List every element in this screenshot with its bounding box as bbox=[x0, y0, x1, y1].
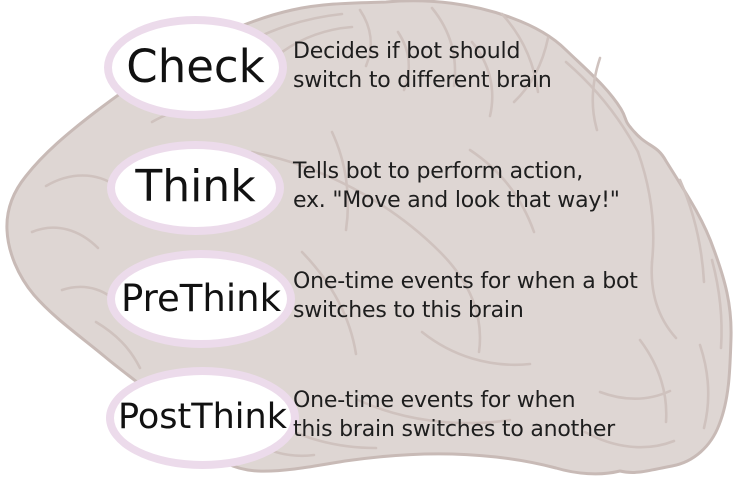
description-line: Decides if bot should bbox=[293, 39, 521, 64]
description-line: switch to different brain bbox=[293, 68, 552, 93]
description-line: One-time events for when bbox=[293, 388, 576, 413]
brain-silhouette bbox=[5, 0, 733, 476]
node-ellipse-prethink: PreThink bbox=[107, 250, 295, 348]
description-line: Tells bot to perform action, bbox=[293, 159, 583, 184]
node-description-postthink: One-time events for when this brain swit… bbox=[293, 386, 615, 444]
node-label-check: Check bbox=[126, 40, 265, 93]
node-label-prethink: PreThink bbox=[120, 276, 282, 320]
node-ellipse-check: Check bbox=[104, 16, 287, 119]
description-line: switches to this brain bbox=[293, 298, 524, 323]
description-line: ex. "Move and look that way!" bbox=[293, 188, 620, 213]
node-label-postthink: PostThink bbox=[118, 396, 287, 437]
description-line: One-time events for when a bot bbox=[293, 269, 638, 294]
node-ellipse-postthink: PostThink bbox=[106, 367, 299, 469]
node-label-think: Think bbox=[135, 161, 256, 212]
brain-sulci-lines bbox=[30, 6, 723, 457]
node-description-prethink: One-time events for when a bot switches … bbox=[293, 267, 638, 325]
description-line: this brain switches to another bbox=[293, 417, 616, 442]
node-description-think: Tells bot to perform action, ex. "Move a… bbox=[293, 157, 620, 215]
node-ellipse-think: Think bbox=[107, 141, 284, 235]
node-description-check: Decides if bot should switch to differen… bbox=[293, 37, 552, 95]
